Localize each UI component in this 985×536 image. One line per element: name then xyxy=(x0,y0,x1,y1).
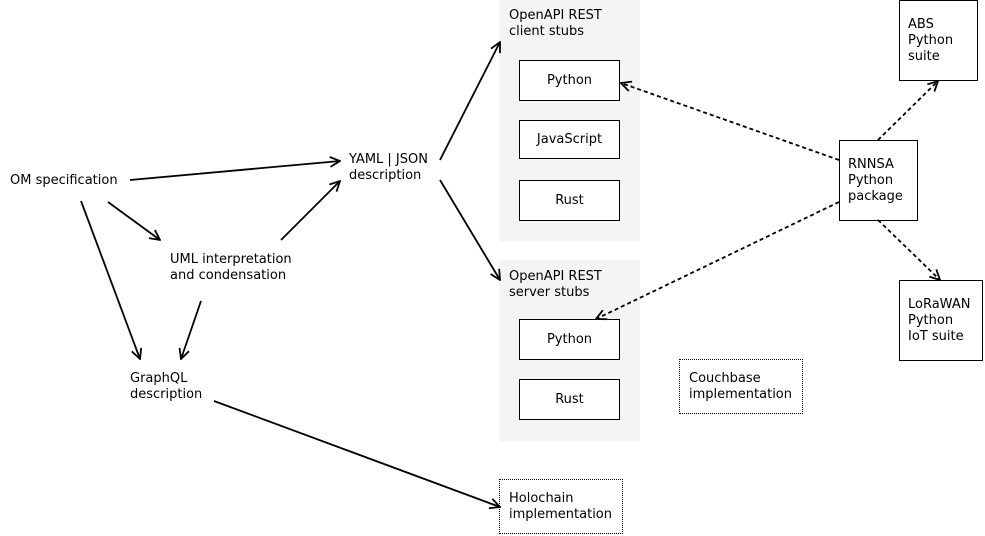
node-holochain-label: Holochain implementation xyxy=(509,491,613,522)
node-uml-interpretation: UML interpretation and condensation xyxy=(170,252,292,283)
edge-yaml-json-to-server-stubs xyxy=(439,179,500,280)
node-couchbase-implementation: Couchbase implementation xyxy=(679,359,803,414)
node-server-python: Python xyxy=(519,319,620,360)
node-yaml-json-description: YAML | JSON description xyxy=(349,152,428,183)
edge-rnnsa-to-client-python xyxy=(621,83,840,161)
node-rnnsa-label: RNNSA Python package xyxy=(848,157,903,204)
node-client-python-label: Python xyxy=(546,72,593,88)
edge-uml-to-graphql xyxy=(181,300,202,359)
edge-yaml-json-to-client-stubs xyxy=(439,42,500,161)
node-client-javascript-label: JavaScript xyxy=(536,131,603,147)
node-client-rust: Rust xyxy=(519,180,620,221)
client-stubs-title: OpenAPI REST client stubs xyxy=(509,8,602,39)
edge-graphql-to-holochain xyxy=(213,400,500,507)
node-couchbase-label: Couchbase implementation xyxy=(689,371,793,402)
node-server-python-label: Python xyxy=(546,331,593,347)
edge-om-spec-to-graphql xyxy=(80,200,140,359)
node-lorawan-suite: LoRaWAN Python IoT suite xyxy=(899,280,983,361)
node-abs-suite: ABS Python suite xyxy=(899,0,978,81)
node-lorawan-label: LoRaWAN Python IoT suite xyxy=(908,297,971,344)
node-holochain-implementation: Holochain implementation xyxy=(499,479,623,534)
server-stubs-title: OpenAPI REST server stubs xyxy=(509,269,602,300)
node-client-rust-label: Rust xyxy=(555,192,584,208)
node-client-javascript: JavaScript xyxy=(519,120,620,159)
node-rnnsa-package: RNNSA Python package xyxy=(839,140,918,221)
node-graphql-description: GraphQL description xyxy=(130,371,203,402)
edge-rnnsa-to-abs xyxy=(877,81,938,141)
node-om-specification: OM specification xyxy=(10,173,118,188)
edge-uml-to-yaml-json xyxy=(280,181,340,241)
edge-om-spec-to-yaml-json xyxy=(129,161,340,181)
node-abs-label: ABS Python suite xyxy=(908,17,954,64)
node-server-rust-label: Rust xyxy=(555,391,584,407)
edge-rnnsa-to-server-python xyxy=(596,201,840,319)
edge-om-spec-to-uml xyxy=(107,201,160,240)
node-server-rust: Rust xyxy=(519,379,620,420)
node-client-python: Python xyxy=(519,60,620,101)
edge-rnnsa-to-lorawan xyxy=(877,219,940,280)
